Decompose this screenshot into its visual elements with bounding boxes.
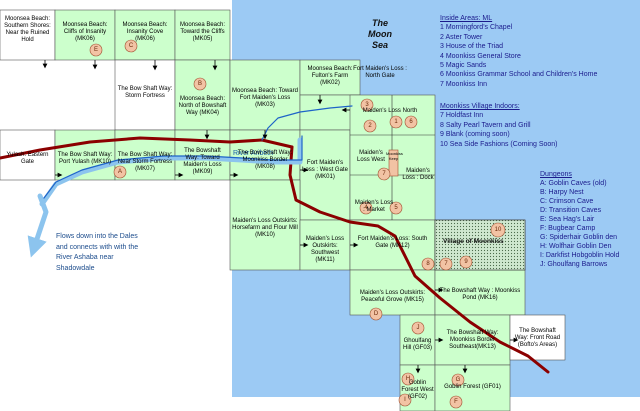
marker-7: 7 xyxy=(382,171,386,177)
area-cliffs-of-insanity: Moonsea Beach: Cliffs of Insanity (MK06) xyxy=(62,22,108,42)
area-north-of-bowshaft: Moonsea Beach: North of Bowshaft Way (MK… xyxy=(178,96,227,116)
village-marker-8: 8 xyxy=(426,261,430,267)
exit-arrows xyxy=(42,60,519,374)
dungeon-item: D: Transition Caves xyxy=(540,207,602,214)
area-yulash-eastern-gate: Yulash: Eastern Gate xyxy=(6,152,49,165)
legend-dungeons: Dungeons A: Goblin Caves (old) B: Harpy … xyxy=(540,170,619,269)
area-moonkiss-pond: The Bowshaft Way : Moonkiss Pond (MK16) xyxy=(439,288,521,301)
inside-area-item: 4 Moonkiss General Store xyxy=(440,52,521,60)
river-label: River Aribeth xyxy=(233,150,274,157)
village-indoors-heading: Moonkiss Village Indoors: xyxy=(440,103,520,110)
inside-area-item: 6 Moonkiss Grammar School and Children's… xyxy=(440,71,598,79)
marker-labels: 1 6 3 4 5 7 2 8 7 9 10 A B C D E F G H I… xyxy=(94,43,502,405)
area-west-gate: Fort Maiden's Loss : West Gate (MK01) xyxy=(302,160,348,180)
village-marker-7: 7 xyxy=(444,261,448,267)
area-goblin-forest: Goblin Forest (GF01) xyxy=(444,384,501,390)
marker-5: 5 xyxy=(394,205,398,211)
marker-4: 4 xyxy=(364,205,368,211)
dungeon-marker-h: H xyxy=(406,376,410,382)
sea-label: The Moon Sea xyxy=(368,18,392,50)
inside-areas-heading: Inside Areas: ML xyxy=(440,15,493,22)
area-storm-fortress: The Bow Shaft Way: Storm Fortress xyxy=(117,86,173,99)
legend-village-indoors: Moonkiss Village Indoors: 7 Holdfast Inn… xyxy=(440,102,558,149)
village-marker-10: 10 xyxy=(495,227,502,233)
dungeon-marker-e: E xyxy=(94,47,98,53)
inside-area-item: 1 Morningford's Chapel xyxy=(440,24,513,32)
inside-area-item: 5 Magic Sands xyxy=(440,62,487,70)
village-label: Village of Moonkiss xyxy=(443,238,504,245)
dungeon-item: E: Sea Hag's Lair xyxy=(540,216,595,223)
marker-6: 6 xyxy=(409,119,413,125)
legend-inside-areas: Inside Areas: ML 1 Morningford's Chapel … xyxy=(440,14,597,89)
area-fultons-farm: Moonsea Beach: Fulton's Farm (MK02) xyxy=(307,66,353,86)
flow-note: Flows down into the Dales and connects w… xyxy=(56,233,139,272)
dungeon-item: H: Wolfhair Goblin Den xyxy=(540,243,612,250)
inside-area-item: 3 House of the Triad xyxy=(440,43,504,51)
area-maidens-loss-market: Maiden's Loss : Market xyxy=(354,200,394,213)
area-southern-shores: Moonsea Beach: Southern Shores: Near the… xyxy=(4,16,51,43)
dungeon-marker-a: A xyxy=(118,169,122,175)
area-toward-the-cliffs: Moonsea Beach: Toward the Cliffs (MK05) xyxy=(179,22,226,42)
dungeon-marker-f: F xyxy=(454,399,458,405)
dungeon-item: B: Harpy Nest xyxy=(540,189,584,196)
marker-1: 1 xyxy=(394,119,398,125)
dungeon-item: J: Ghoulfang Barrows xyxy=(540,261,608,268)
dungeon-item: F: Bugbear Camp xyxy=(540,225,596,232)
area-outskirts-southwest: Maiden's Loss Outskirts: Southwest (MK11… xyxy=(305,236,345,263)
dungeon-item: G: Spiderhair Goblin den xyxy=(540,234,618,241)
map-markers xyxy=(89,39,506,409)
dungeons-heading: Dungeons xyxy=(540,171,572,178)
marker-2: 2 xyxy=(368,123,372,129)
area-toward-maidens-loss: The Bowshaft Way: Toward Maiden's Loss (… xyxy=(183,148,222,175)
dungeon-marker-d: D xyxy=(374,311,379,317)
moonkiss-keep xyxy=(388,149,399,177)
village-indoor-item: 9 Blank (coming soon) xyxy=(440,131,510,139)
village-indoor-item: 8 Salty Pearl Tavern and Grill xyxy=(440,121,531,129)
area-moonkiss-border-southeast: The Bowshaft Way: Moonkiss Border Southe… xyxy=(446,330,499,350)
river xyxy=(27,105,353,258)
area-horsefarm: Maiden's Loss Outskirts: Horsefarm and F… xyxy=(232,218,298,238)
area-maidens-loss-west: Maiden's Loss West xyxy=(357,150,385,163)
dungeon-marker-g: G xyxy=(456,377,461,383)
area-south-gate: Fort Maiden's Loss: South Gate (MK12) xyxy=(357,236,428,249)
area-front-road: The Bowshaft Way: Front Road (Bofto's Ar… xyxy=(514,328,561,348)
area-peaceful-grove: Maiden's Loss Outskirts: Peaceful Grove … xyxy=(359,290,426,303)
dungeon-marker-c: C xyxy=(129,43,134,49)
dungeon-item: I: Darkfist Hobgoblin Hold xyxy=(540,252,620,259)
roads xyxy=(0,136,550,374)
inside-area-item: 2 Aster Tower xyxy=(440,33,483,41)
dungeon-marker-i: I xyxy=(404,397,406,403)
area-toward-fort-maidens-loss: Moonsea Beach: Toward Fort Maiden's Loss… xyxy=(232,88,298,108)
area-north-gate: Fort Maiden's Loss : North Gate xyxy=(353,66,407,79)
area-insanity-cove: Moonsea Beach: Insanity Cove (MK06) xyxy=(122,22,168,42)
dungeon-marker-b: B xyxy=(198,81,202,87)
area-maidens-loss-dock: Maiden's Loss : Dock xyxy=(402,168,434,181)
area-goblin-forest-west: Goblin Forest West (GF02) xyxy=(401,380,434,400)
village-indoor-item: 7 Holdfast Inn xyxy=(440,112,484,120)
village-marker-9: 9 xyxy=(464,259,468,265)
area-port-yulash: The Bow Shaft Way: Port Yulash (MK10) xyxy=(57,152,113,165)
area-ghoulfang-hill: Ghoulfang Hill (GF03) xyxy=(402,338,432,351)
area-near-storm-fortress: The Bow Shaft Way: Near Storm Fortress (… xyxy=(117,152,173,172)
dungeon-item: A: Goblin Caves (old) xyxy=(540,180,607,187)
village-indoor-item: 10 Sea Side Fashions (Coming Soon) xyxy=(440,140,558,148)
area-moonkiss-border: The Bow Shaft Way: Moonkiss Border (MK08… xyxy=(237,150,293,170)
area-maidens-loss-north: Maiden's Loss North xyxy=(362,108,418,114)
inside-area-item: 7 Moonkiss Inn xyxy=(440,80,488,88)
dungeon-marker-j: J xyxy=(417,325,420,331)
marker-3: 3 xyxy=(365,102,369,108)
keep-label: Moonkiss Keep xyxy=(386,151,403,161)
dungeon-item: C: Crimson Cave xyxy=(540,198,594,205)
